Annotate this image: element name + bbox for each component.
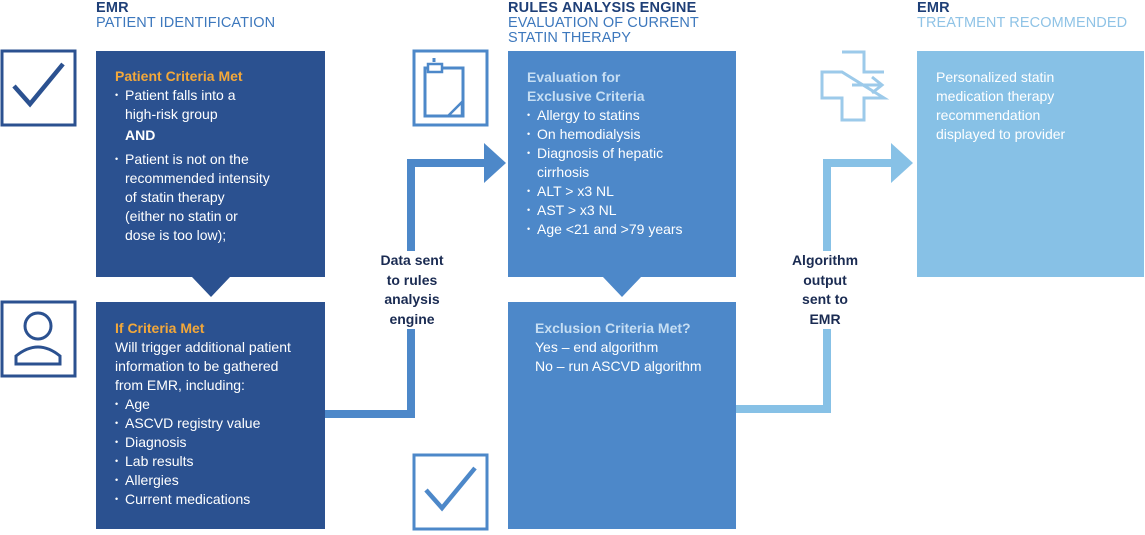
and-label: AND [125, 127, 156, 143]
label-line: analysis [384, 291, 440, 307]
box-text-line: displayed to provider [936, 126, 1066, 142]
column-title: EMR [96, 0, 129, 16]
column-header-treatment: EMR TREATMENT RECOMMENDED [917, 1, 1127, 31]
list-item: Lab results [115, 452, 319, 471]
box-text-line: Personalized statin [936, 69, 1055, 85]
box-heading: Patient Criteria Met [115, 68, 243, 84]
list-item-line: Patient is not on the [125, 151, 249, 167]
exclusion-criteria-box: Exclusion Criteria Met? Yes – end algori… [508, 302, 736, 529]
column-header-patient-identification: EMR PATIENT IDENTIFICATION [96, 1, 275, 31]
list-item: Patient is not on the recommended intens… [115, 150, 315, 245]
box-heading-line: Evaluation for [527, 69, 621, 85]
label-line: sent to [802, 291, 848, 307]
column-subtitle: TREATMENT RECOMMENDED [917, 15, 1128, 31]
box-text-line: information to be gathered [115, 358, 279, 374]
list-item: Diagnosis of hepatic cirrhosis [527, 144, 728, 182]
label-line: Data sent [380, 252, 444, 268]
evaluation-box: Evaluation for Exclusive Criteria Allerg… [508, 51, 736, 277]
box-text-line: Yes – end algorithm [535, 339, 659, 355]
box-text-line: Will trigger additional patient [115, 339, 291, 355]
column-header-rules-engine: RULES ANALYSIS ENGINE EVALUATION OF CURR… [508, 1, 699, 46]
list-item: Age [115, 395, 319, 414]
list-item-line: recommended intensity [125, 170, 270, 186]
column-subtitle: EVALUATION OF CURRENT [508, 15, 699, 31]
algorithm-output-label: Algorithm output sent to EMR [775, 251, 875, 329]
box-text-line: No – run ASCVD algorithm [535, 358, 702, 374]
medical-cross-arrow-icon [820, 50, 890, 122]
label-line: to rules [386, 271, 438, 288]
patient-criteria-box: Patient Criteria Met Patient falls into … [96, 51, 325, 277]
list-item-line: Patient falls into a [125, 87, 236, 103]
list-item: Patient falls into a high-risk group [115, 86, 315, 124]
list-item: Current medications [115, 490, 319, 509]
box-heading: Exclusion Criteria Met? [535, 320, 691, 336]
column-title: RULES ANALYSIS ENGINE [508, 0, 697, 16]
box-heading: If Criteria Met [115, 320, 205, 336]
box-text-line: from EMR, including: [115, 377, 245, 393]
pointer-down-criteria [192, 277, 230, 297]
list-item: Allergy to statins [527, 106, 728, 125]
if-criteria-met-box: If Criteria Met Will trigger additional … [96, 302, 325, 529]
exclusion-criteria-list: Allergy to statins On hemodialysis Diagn… [527, 106, 728, 239]
gathered-info-list: Age ASCVD registry value Diagnosis Lab r… [115, 395, 319, 509]
criteria-list: Patient is not on the recommended intens… [115, 150, 315, 245]
label-line: output [803, 271, 847, 288]
recommendation-box: Personalized statin medication therapy r… [917, 51, 1144, 277]
list-item-line: high-risk group [125, 106, 218, 122]
label-line: engine [389, 310, 435, 327]
data-sent-label: Data sent to rules analysis engine [362, 251, 462, 329]
list-item: ASCVD registry value [115, 414, 319, 433]
box-heading-line: Exclusive Criteria [527, 88, 645, 104]
column-subtitle: PATIENT IDENTIFICATION [96, 15, 276, 31]
user-icon [0, 300, 77, 378]
box-text-line: medication therapy [936, 88, 1055, 104]
list-item: Allergies [115, 471, 319, 490]
label-line: EMR [809, 310, 841, 327]
column-subtitle: STATIN THERAPY [508, 30, 632, 46]
clipboard-icon [412, 49, 489, 127]
list-item-line: (either no statin or [125, 208, 238, 224]
list-item-line: of statin therapy [125, 189, 225, 205]
list-item: ALT > x3 NL [527, 182, 728, 201]
list-item: AST > x3 NL [527, 201, 728, 220]
list-item-line: Diagnosis of hepatic [537, 145, 664, 161]
list-item: On hemodialysis [527, 125, 728, 144]
column-title: EMR [917, 0, 950, 16]
pointer-down-evaluation [603, 277, 641, 297]
label-line: Algorithm [791, 252, 859, 268]
list-item-line: dose is too low); [125, 227, 227, 243]
checkbox-icon [0, 49, 77, 127]
checkbox-icon [412, 453, 489, 531]
list-item: Age <21 and >79 years [527, 220, 728, 239]
criteria-list: Patient falls into a high-risk group [115, 86, 315, 124]
arrow-to-rules-engine [484, 143, 506, 183]
list-item-line: cirrhosis [537, 164, 590, 180]
box-text-line: recommendation [936, 107, 1041, 123]
arrow-to-emr [891, 143, 913, 183]
list-item: Diagnosis [115, 433, 319, 452]
